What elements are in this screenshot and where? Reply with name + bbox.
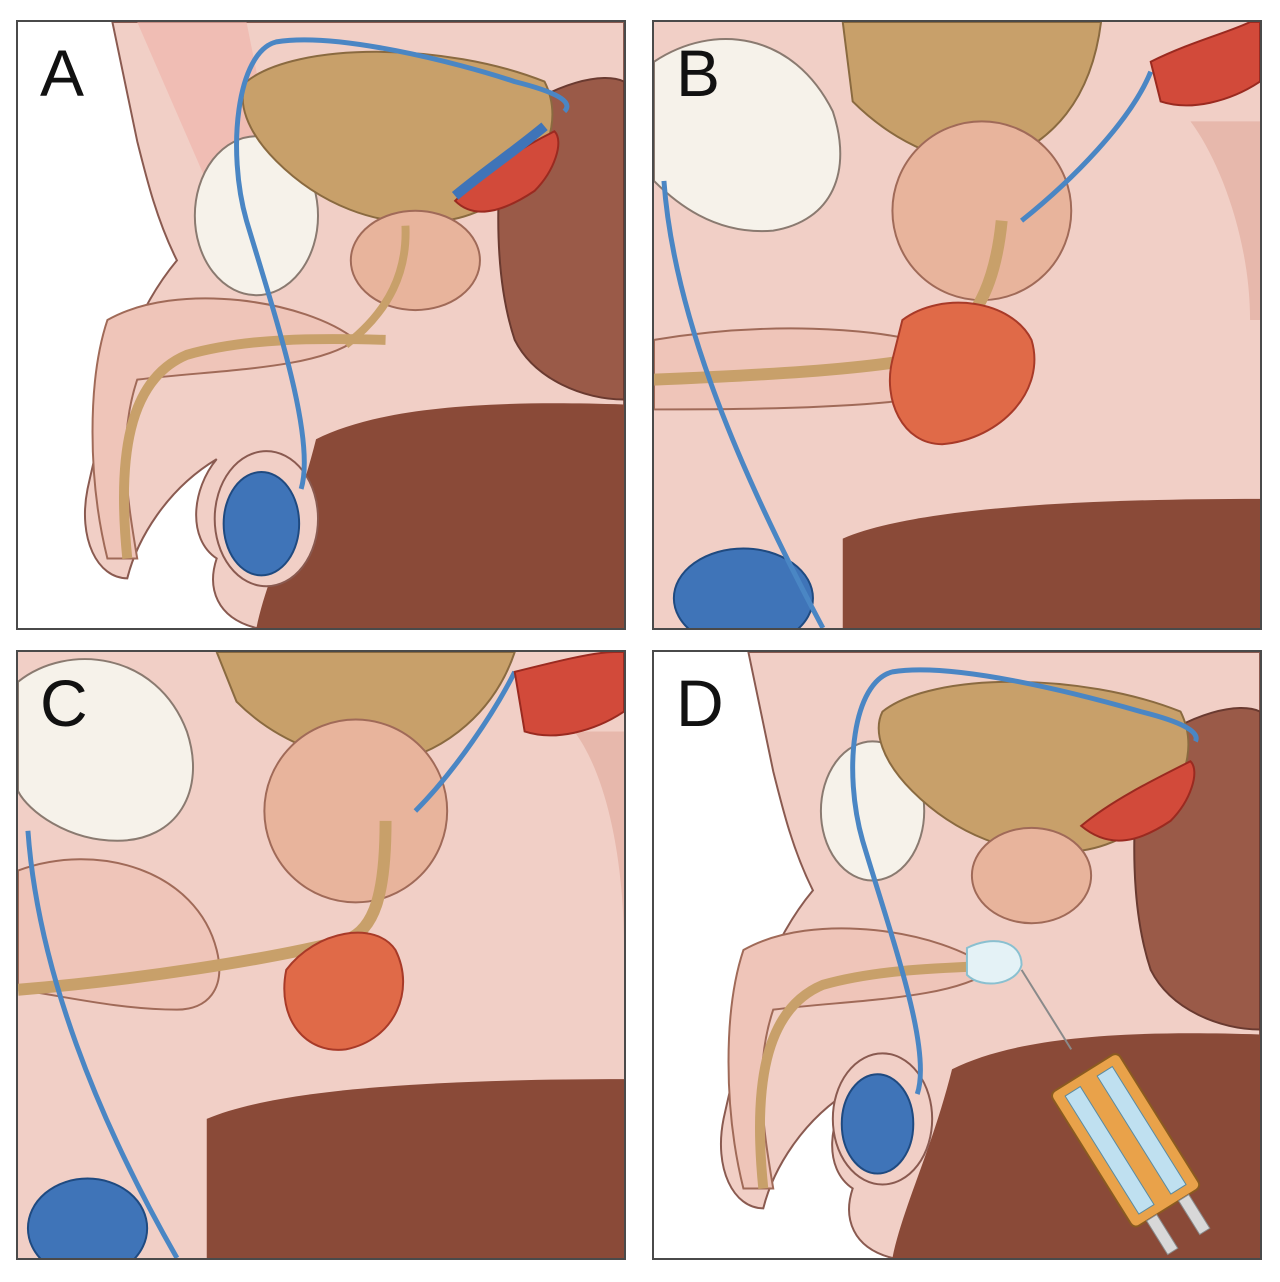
panel-c: C	[16, 650, 626, 1260]
rectum-wall	[574, 731, 624, 951]
vas-deferens	[234, 37, 570, 490]
anatomy-illustration-d	[654, 652, 1260, 1258]
deep-tissue	[842, 498, 1260, 628]
seminal-vesicle	[1149, 22, 1260, 107]
panel-b: B	[652, 20, 1262, 630]
prostate	[891, 120, 1073, 302]
vas-deferens	[850, 667, 1199, 1095]
testis	[222, 471, 301, 577]
prostate	[349, 209, 481, 312]
vas-deferens-upper	[413, 670, 517, 813]
panel-label-c: C	[40, 666, 88, 740]
testis	[840, 1073, 915, 1175]
vas-deferens-upper	[1020, 70, 1154, 223]
prostatic-urethra	[343, 225, 410, 349]
anatomy-illustration-a	[18, 22, 624, 628]
vas-deferens	[661, 180, 826, 628]
injection-needle	[1020, 969, 1073, 1050]
ampulla	[451, 122, 548, 200]
anatomy-illustration-b	[654, 22, 1260, 628]
testis	[672, 547, 814, 628]
rectum-wall	[1190, 121, 1260, 321]
deep-tissue	[206, 1079, 624, 1258]
panel-label-d: D	[676, 666, 724, 740]
urethra	[755, 959, 1012, 1189]
penis-shaft	[91, 297, 358, 560]
prostate	[263, 718, 449, 904]
panel-label-b: B	[676, 36, 721, 110]
seminal-vesicle	[1079, 760, 1196, 842]
panel-a: A	[16, 20, 626, 630]
hematoma	[283, 931, 405, 1051]
urethra	[119, 334, 386, 559]
pubic-bone	[18, 658, 195, 842]
anatomy-illustration-c	[18, 652, 624, 1258]
hematoma	[888, 301, 1036, 446]
gel-implant	[965, 940, 1023, 985]
panel-d: D	[652, 650, 1262, 1260]
dual-syringe	[1051, 1053, 1211, 1256]
penis-shaft	[727, 927, 994, 1190]
testis	[26, 1177, 149, 1258]
panel-label-a: A	[40, 36, 85, 110]
pubic-bone	[654, 38, 842, 233]
deep-tissue	[256, 403, 624, 628]
vas-deferens	[25, 830, 180, 1258]
prostate	[970, 826, 1093, 925]
seminal-vesicle	[513, 652, 624, 737]
